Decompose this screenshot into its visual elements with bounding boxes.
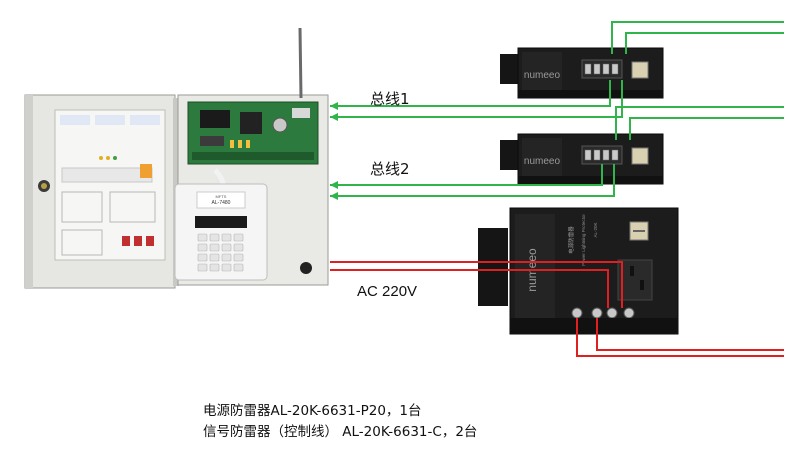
keypad-key [234, 244, 243, 251]
signal-protector-1: numeeo [500, 48, 663, 98]
cabinet-door [25, 95, 175, 288]
keypad-key [222, 264, 231, 271]
keypad-key [210, 244, 219, 251]
terminal-screw [612, 150, 618, 160]
protector-cn-text: 电源防雷器 [567, 226, 575, 254]
keypad-key [222, 244, 231, 251]
keypad-key [234, 264, 243, 271]
protector-model-text: AL-20K [593, 222, 598, 237]
protector-title-text: Power Lightning Protector [581, 214, 586, 266]
ac-voltage-label: AC 220V [357, 283, 417, 300]
keypad-key [210, 234, 219, 241]
keypad-key [210, 264, 219, 271]
keypad-key [222, 234, 231, 241]
terminal-screw [612, 64, 618, 74]
circuit-board [188, 102, 318, 164]
terminal-screw [594, 150, 600, 160]
keypad-key [210, 254, 219, 261]
terminal-screw [603, 150, 609, 160]
keypad-key [198, 244, 207, 251]
indicator-window-icon [630, 222, 648, 240]
keypad: MFTS AL-7480 [175, 184, 267, 280]
terminal-screw [594, 64, 600, 74]
keypad-key [198, 254, 207, 261]
keypad-key [222, 254, 231, 261]
power-protector-note: 电源防雷器AL-20K-6631-P20，1台 [203, 399, 422, 419]
keypad-key [234, 254, 243, 261]
bus1-label: 总线1 [370, 88, 410, 109]
keypad-sub-text: MFTS [216, 194, 227, 199]
brand-text: numeeo [524, 70, 561, 81]
indicator-window-icon [632, 148, 648, 164]
signal-protector-2: numeeo [500, 134, 663, 184]
alarm-control-panel: MFTS AL-7480 [25, 28, 328, 288]
bus2-label: 总线2 [370, 158, 410, 179]
brand-text: numeeo [524, 156, 561, 167]
terminal-screw [603, 64, 609, 74]
keypad-key [198, 264, 207, 271]
socket-icon [618, 260, 652, 300]
keypad-key [234, 234, 243, 241]
terminal-screw [585, 150, 591, 160]
terminal-screw [585, 64, 591, 74]
signal-protector-note: 信号防雷器（控制线） AL-20K-6631-C，2台 [203, 420, 477, 440]
indicator-window-icon [632, 62, 648, 78]
keypad-key [198, 234, 207, 241]
lock-icon [38, 180, 50, 192]
keypad-brand-text: AL-7480 [212, 200, 231, 206]
